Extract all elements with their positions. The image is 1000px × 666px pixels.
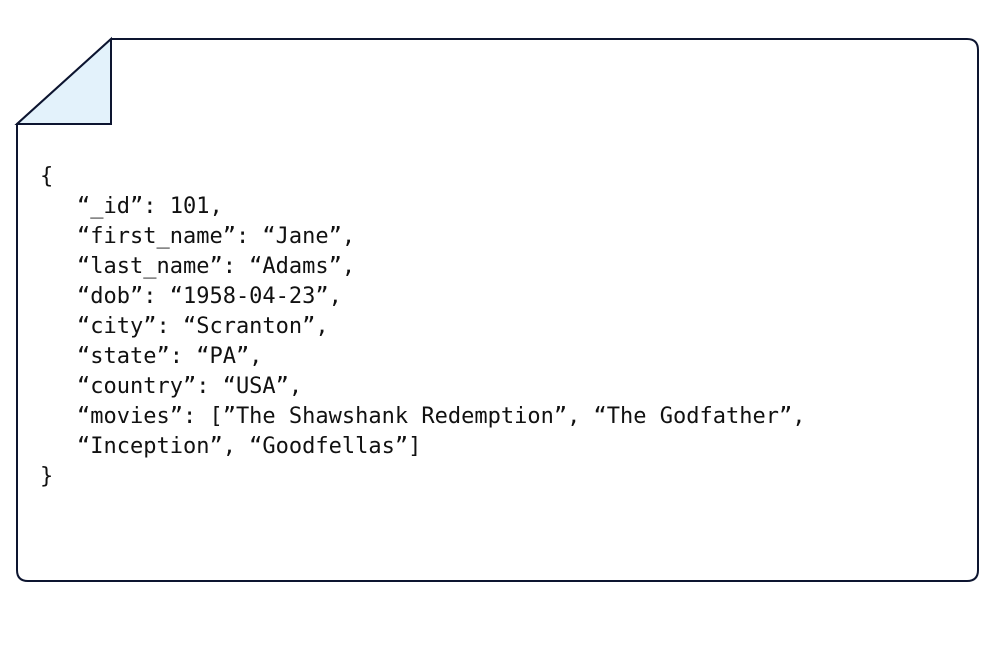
code-line-first-name: “first_name”: “Jane”, [77, 224, 356, 249]
dog-ear-fold [14, 36, 112, 125]
code-line-id: “_id”: 101, [77, 194, 223, 219]
code-line-city: “city”: “Scranton”, [77, 314, 329, 339]
code-line-country: “country”: “USA”, [77, 374, 303, 399]
code-line-close-brace: } [40, 464, 54, 489]
code-line-state: “state”: “PA”, [77, 344, 263, 369]
document-outline [16, 38, 979, 582]
code-line-movies-continued: “Inception”, “Goodfellas”] [77, 434, 422, 459]
code-line-dob: “dob”: “1958-04-23”, [77, 284, 342, 309]
code-line-movies: “movies”: [”The Shawshank Redemption”, “… [77, 404, 806, 429]
code-line-open-brace: { [40, 164, 54, 189]
json-document-text: { “_id”: 101, “first_name”: “Jane”, “las… [40, 162, 960, 492]
code-line-last-name: “last_name”: “Adams”, [77, 254, 356, 279]
